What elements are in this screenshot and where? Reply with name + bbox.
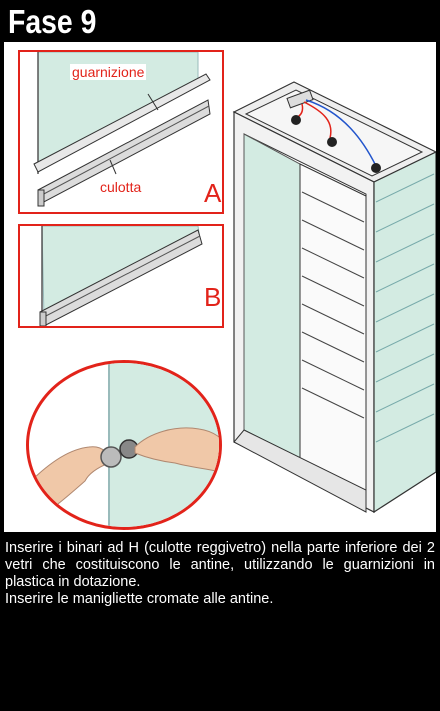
part-label-guarnizione: guarnizione <box>70 64 147 80</box>
detail-b-box: B <box>18 224 224 328</box>
detail-a-label: A <box>204 178 222 208</box>
instruction-paragraph-1: Inserire i binari ad H (culotte reggivet… <box>5 540 435 590</box>
instruction-paragraph-2: Inserire le maniglie­tte cromate alle an… <box>5 591 274 607</box>
part-label-culotta: culotta <box>98 179 144 195</box>
instructions-text: Inserire i binari ad H (culotte reggivet… <box>5 540 435 608</box>
handle-detail-circle <box>26 360 222 530</box>
detail-b-label: B <box>204 282 222 312</box>
detail-a-drawing <box>33 52 211 207</box>
handle-detail-drawing <box>29 363 219 527</box>
detail-b-drawing <box>39 226 203 326</box>
page-title: Fase 9 <box>8 3 97 40</box>
illustration-panel: guarnizione culotta A B <box>4 42 436 532</box>
detail-a-box: guarnizione culotta A <box>18 50 224 214</box>
